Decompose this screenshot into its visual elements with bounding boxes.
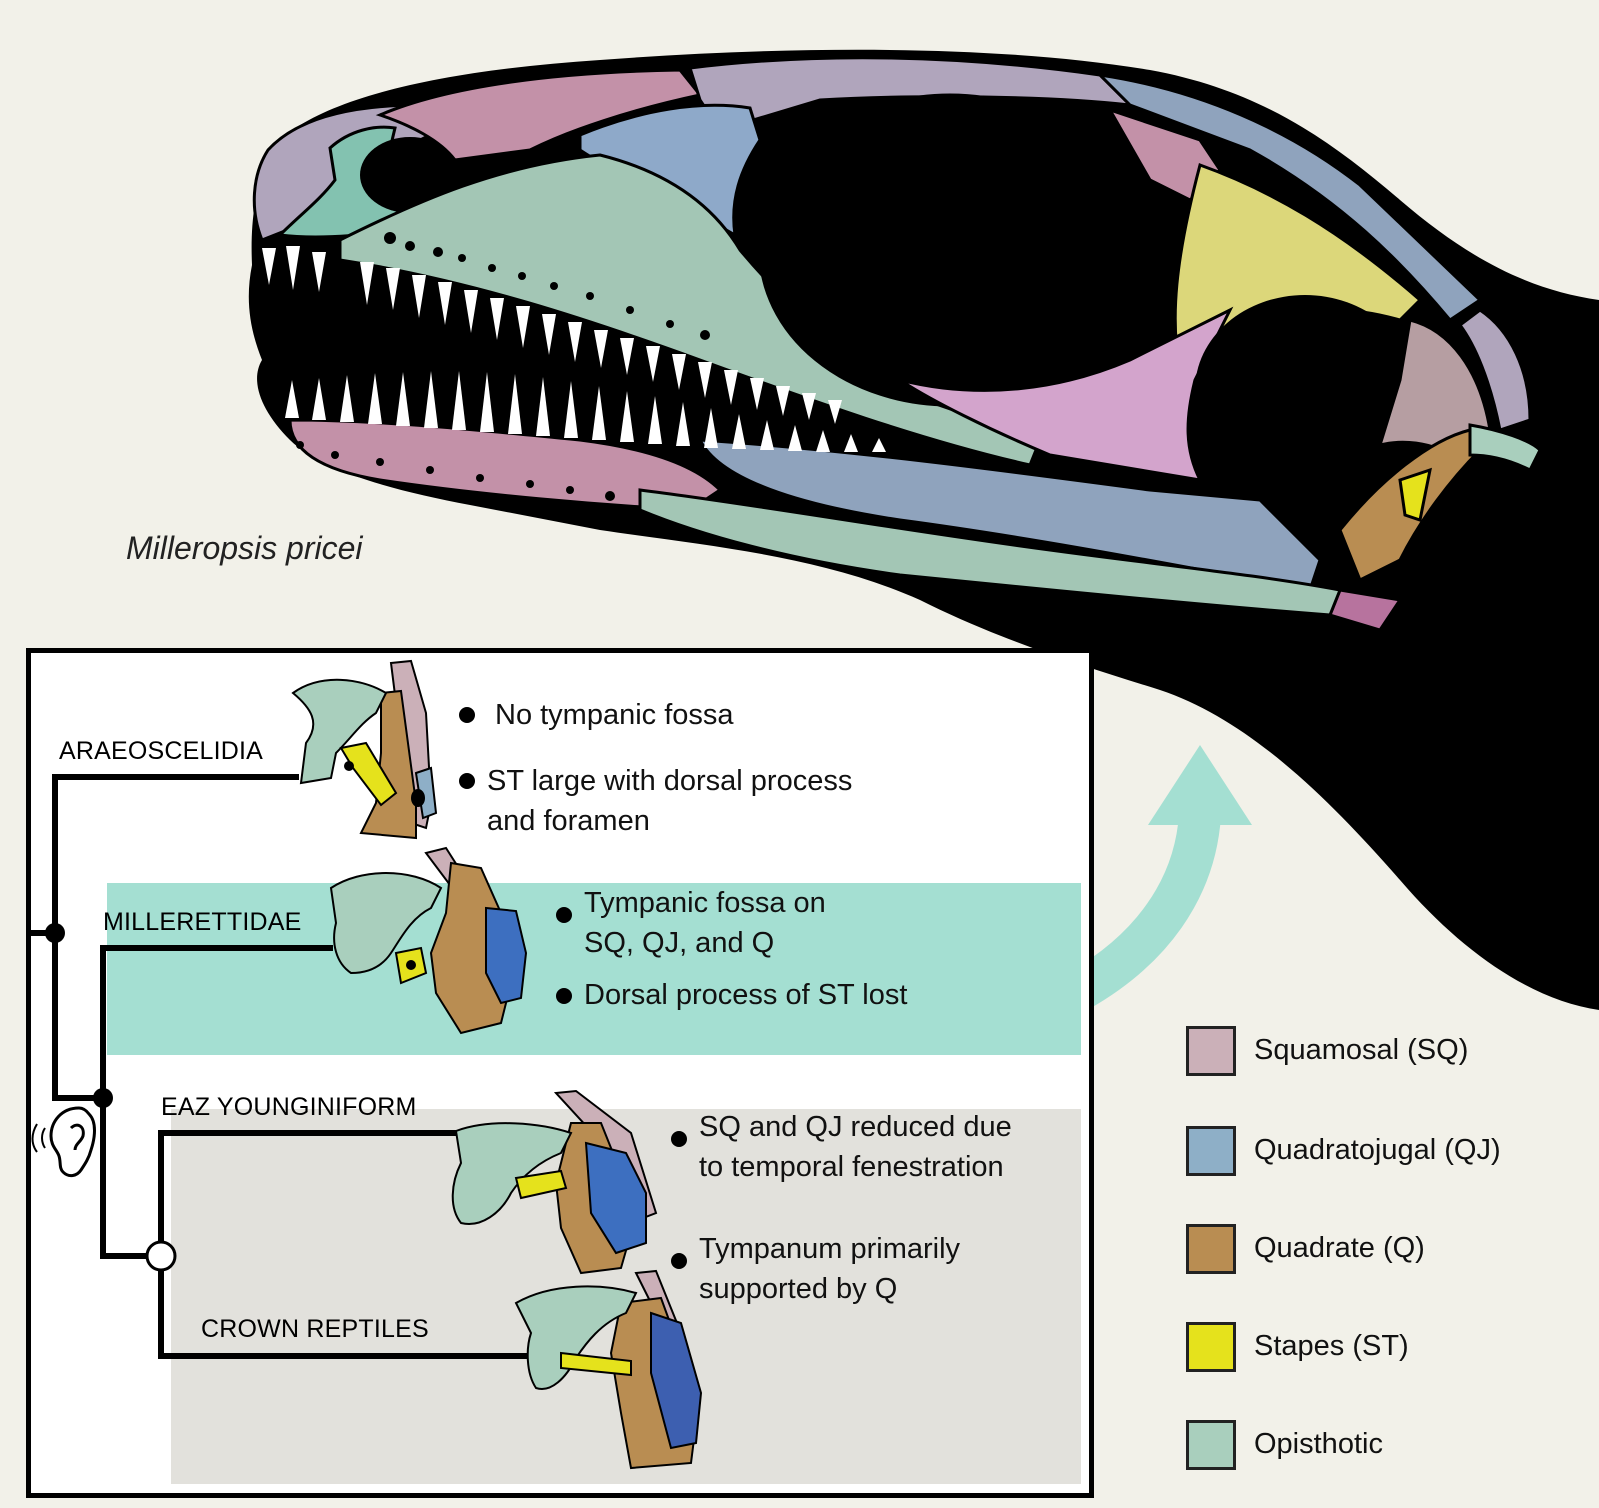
nostril: [360, 137, 460, 213]
note-text: Tympanum primarily: [699, 1233, 961, 1265]
arrow-head: [1148, 745, 1252, 825]
node-amniote: [45, 923, 65, 943]
bullet-dot: [671, 1253, 687, 1269]
legend-item: Stapes (ST): [1186, 1322, 1546, 1378]
note-text: to temporal fenestration: [699, 1151, 1004, 1183]
node-crown: [145, 1240, 177, 1272]
legend-swatch: [1186, 1420, 1236, 1470]
cladogram: [31, 659, 703, 1470]
note-text: supported by Q: [699, 1273, 898, 1305]
note-text: SQ, QJ, and Q: [584, 927, 775, 959]
legend-item: Opisthotic: [1186, 1420, 1546, 1476]
node-sauria: [93, 1088, 113, 1108]
legend-swatch: [1186, 1026, 1236, 1076]
phylogeny-panel: ARAEOSCELIDIA MILLERETTIDAE EAZ YOUNGINI…: [26, 648, 1094, 1498]
nasal-bone: [375, 68, 703, 162]
legend-item: Squamosal (SQ): [1186, 1026, 1546, 1082]
opisthotic-small-bone: [1468, 423, 1542, 473]
clade-label-araeoscelidia: ARAEOSCELIDIA: [59, 737, 264, 765]
stapes-bone: [1398, 467, 1432, 522]
araeoscelidia-bones: [291, 659, 438, 840]
crown-reptile-bones: [514, 1269, 703, 1470]
lower-teeth: [285, 371, 886, 452]
legend-item: Quadrate (Q): [1186, 1224, 1546, 1280]
legend-label: Stapes (ST): [1254, 1330, 1409, 1362]
legend-label: Opisthotic: [1254, 1428, 1383, 1460]
note-text: Dorsal process of ST lost: [584, 979, 908, 1011]
millerettidae-bones: [329, 846, 528, 1035]
legend-label: Squamosal (SQ): [1254, 1034, 1469, 1066]
clade-label-crown-reptiles: CROWN REPTILES: [201, 1315, 429, 1343]
ear-icon: [31, 1106, 96, 1178]
note-text: Tympanic fossa on: [584, 887, 826, 919]
note-text: ST large with dorsal process: [487, 765, 853, 797]
legend-label: Quadrate (Q): [1254, 1232, 1425, 1264]
note-text: and foramen: [487, 805, 650, 837]
arrow-shaft: [1069, 813, 1221, 1009]
foramina: [296, 232, 710, 501]
legend-label: Quadratojugal (QJ): [1254, 1134, 1501, 1166]
note-text: SQ and QJ reduced due: [699, 1111, 1012, 1143]
upper-teeth: [262, 246, 842, 424]
species-name: Milleropsis pricei: [126, 530, 363, 566]
parietal-bone: [1095, 72, 1483, 322]
bullet-dot: [671, 1131, 687, 1147]
legend-item: Quadratojugal (QJ): [1186, 1126, 1546, 1182]
millerettidae-band: [107, 883, 1081, 1055]
legend-swatch: [1186, 1322, 1236, 1372]
note-text: No tympanic fossa: [495, 699, 734, 731]
legend-swatch: [1186, 1224, 1236, 1274]
temporal-fenestra: [1195, 295, 1415, 485]
clade-label-eaz-younginiform: EAZ YOUNGINIFORM: [161, 1093, 417, 1121]
younginiform-bones: [451, 1089, 658, 1275]
clade-label-millerettidae: MILLERETTIDAE: [103, 908, 302, 936]
jugal-bone: [899, 306, 1234, 482]
surangular-bone: [638, 488, 1343, 617]
bullet-dot: [459, 707, 475, 723]
tabular-bone: [1457, 308, 1532, 432]
bullet-dot: [556, 907, 572, 923]
bullet-dot: [459, 773, 475, 789]
legend-swatch: [1186, 1126, 1236, 1176]
bullet-dot: [556, 988, 572, 1004]
